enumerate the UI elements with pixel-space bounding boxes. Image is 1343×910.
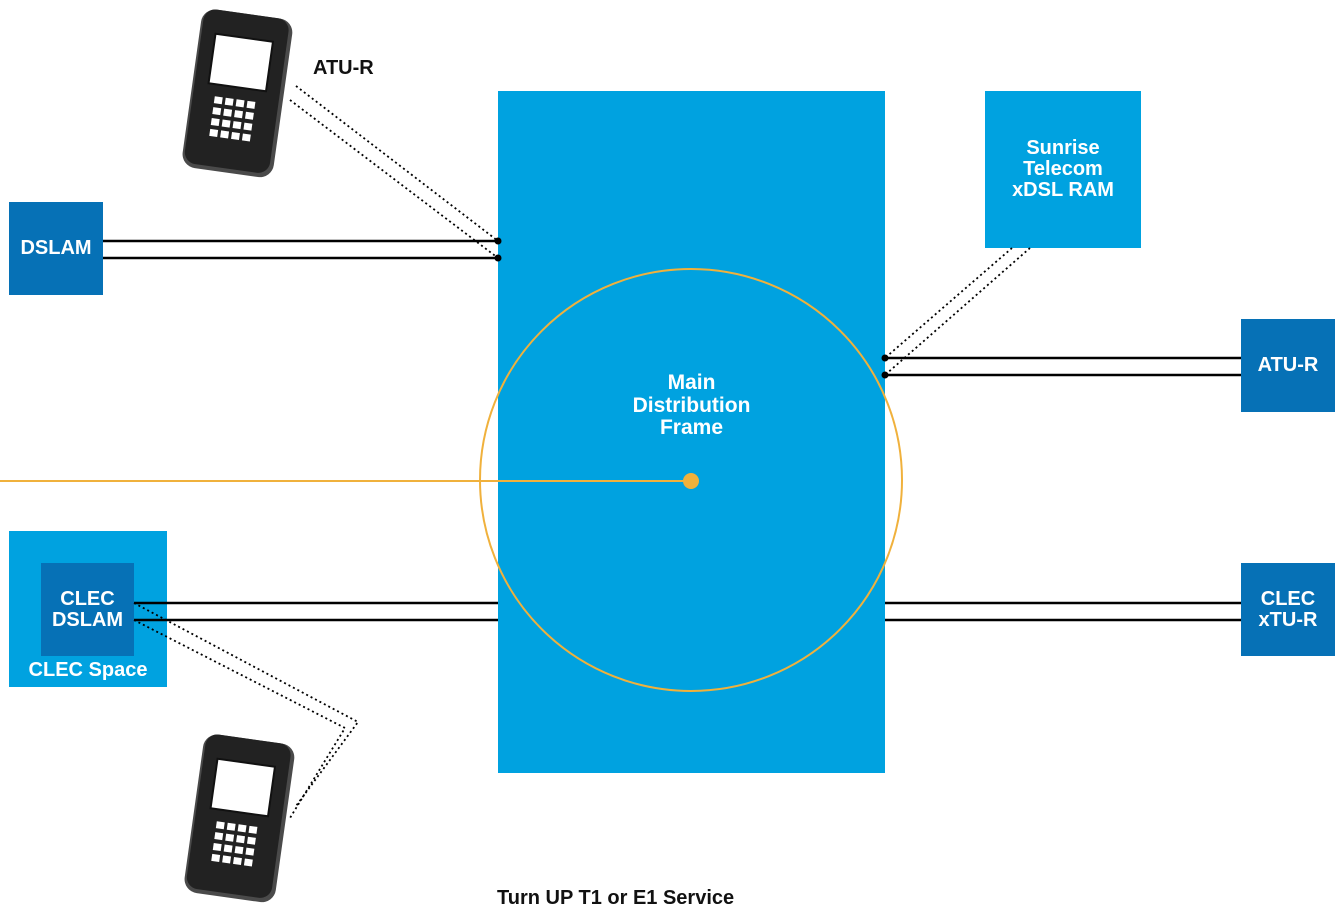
- dotted-test-leads: [133, 85, 1031, 819]
- mdf-label-line-3: Frame: [659, 416, 724, 440]
- clec-xtu-r-pair: [885, 601, 1241, 622]
- mdf-label-line-2: Distribution: [632, 393, 751, 417]
- junction-dot: [881, 354, 889, 362]
- clec-dslam-label-line-2: DSLAM: [51, 608, 124, 631]
- dslam-pair: [103, 239, 498, 260]
- dslam-label: DSLAM: [20, 237, 92, 259]
- clec-xtu-r-box: CLEC xTU-R: [1241, 563, 1335, 656]
- clec-dslam-box: CLEC DSLAM: [41, 563, 134, 656]
- highlight-dot: [683, 473, 699, 489]
- clec-dslam-pair: [134, 601, 498, 622]
- xdsl-ram-box: Sunrise Telecom xDSL RAM: [985, 91, 1141, 248]
- ram-label-line-1: Sunrise: [1026, 137, 1100, 159]
- atu-r-pair: [885, 356, 1241, 377]
- handheld-tester-icon: [179, 6, 296, 180]
- clec-dslam-label-line-1: CLEC: [60, 587, 115, 610]
- handheld-tester-icon: [181, 731, 298, 905]
- handheld-atu-r-label: ATU-R: [313, 57, 374, 79]
- atu-r-box: ATU-R: [1241, 319, 1335, 412]
- clec-xtu-r-label-line-1: CLEC: [1260, 587, 1316, 610]
- dslam-box: DSLAM: [9, 202, 103, 295]
- ram-label-line-2: Telecom: [1023, 158, 1103, 180]
- ram-label-line-3: xDSL RAM: [1012, 179, 1114, 201]
- atu-r-label: ATU-R: [1257, 354, 1319, 376]
- junction-dot: [494, 237, 502, 245]
- mdf-label: Main Distribution Frame: [498, 371, 885, 440]
- clec-space-label: CLEC Space: [28, 659, 148, 681]
- clec-xtu-r-label-line-2: xTU-R: [1258, 608, 1318, 631]
- diagram-caption: Turn UP T1 or E1 Service: [497, 887, 735, 909]
- mdf-label-line-1: Main: [667, 371, 716, 394]
- main-distribution-frame: [498, 91, 885, 773]
